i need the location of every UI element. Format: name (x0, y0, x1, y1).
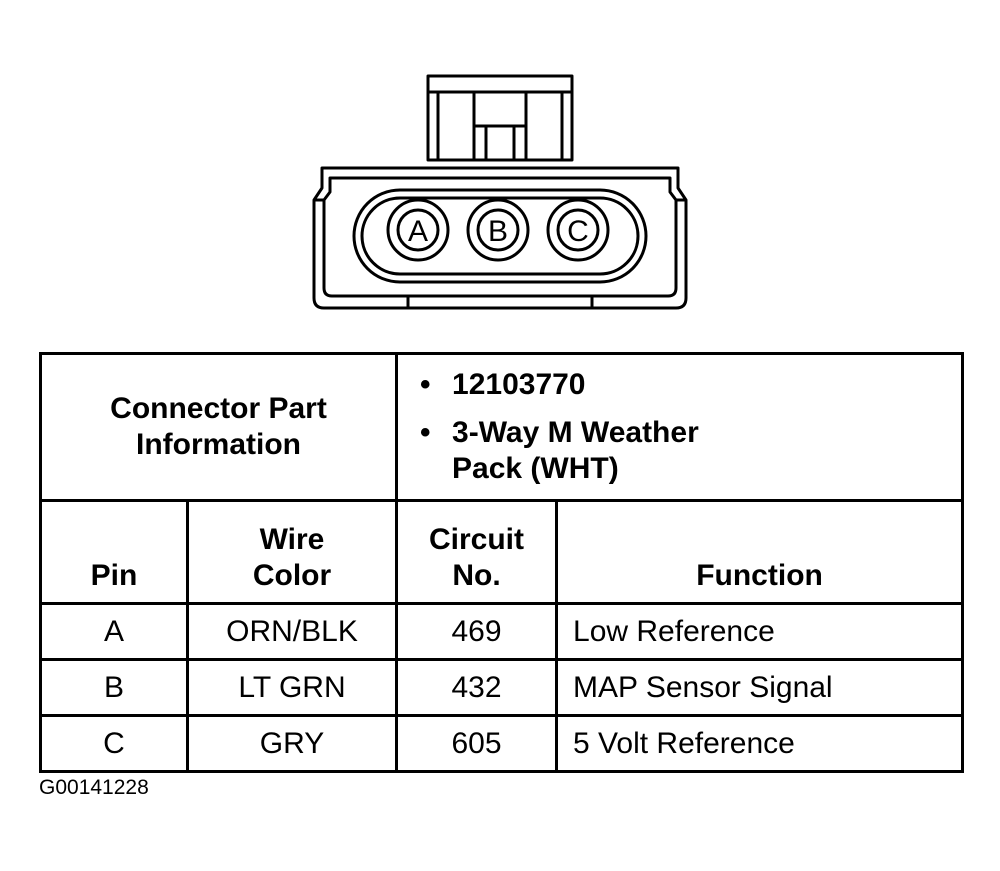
part-info-values: • 12103770 • 3-Way M Weather Pack (WHT) (395, 352, 965, 502)
function-cell: MAP Sensor Signal (555, 658, 965, 717)
function-cell: Low Reference (555, 602, 965, 661)
header-function: Function (555, 499, 965, 605)
bullet-icon: • (420, 368, 431, 401)
table-row: C GRY 605 5 Volt Reference (39, 714, 965, 773)
function-cell: 5 Volt Reference (555, 714, 965, 773)
connector-cavity-inner (360, 196, 640, 276)
circuit-cell: 432 (395, 658, 559, 717)
pin-socket-c (546, 198, 610, 262)
header-function-text: Function (696, 559, 823, 592)
pin-a-label: A (408, 215, 428, 248)
table-header-row: Pin Wire Color Circuit No. Function (39, 499, 965, 605)
header-pin: Pin (39, 499, 189, 605)
part-info-label-text: Connector Part Information (110, 392, 327, 461)
table-row: A ORN/BLK 469 Low Reference (39, 602, 965, 661)
header-circuit-text: Circuit No. (429, 523, 525, 592)
pin-socket-a (386, 198, 450, 262)
connector-cavity (352, 188, 648, 284)
connector-lock-tab (426, 74, 574, 162)
pin-cell: B (39, 658, 189, 717)
pin-cell: C (39, 714, 189, 773)
connector-description: 3-Way M Weather Pack (WHT) (452, 416, 699, 485)
header-wire-color: Wire Color (185, 499, 399, 605)
table-row: B LT GRN 432 MAP Sensor Signal (39, 658, 965, 717)
circuit-cell: 605 (395, 714, 559, 773)
pin-cell: A (39, 602, 189, 661)
header-wire-color-text: Wire Color (252, 523, 332, 592)
part-info-row: Connector Part Information • 12103770 • … (38, 352, 965, 502)
wire-color-cell: GRY (185, 714, 399, 773)
part-info-item: • 3-Way M Weather Pack (WHT) (420, 415, 961, 487)
wire-color-cell: ORN/BLK (185, 602, 399, 661)
wire-color-cell: LT GRN (185, 658, 399, 717)
circuit-cell: 469 (395, 602, 559, 661)
pin-c-label: C (567, 215, 589, 248)
bullet-icon: • (420, 416, 431, 449)
pin-b-label: B (488, 215, 508, 248)
header-circuit: Circuit No. (395, 499, 559, 605)
connector-pinout-table: Connector Part Information • 12103770 • … (38, 352, 965, 773)
header-pin-text: Pin (90, 559, 138, 592)
connector-housing (312, 166, 688, 310)
pin-socket-b (466, 198, 530, 262)
part-info-label: Connector Part Information (38, 352, 399, 502)
connector-face-illustration: A B C (312, 74, 688, 310)
part-number: 12103770 (452, 368, 586, 401)
part-info-item: • 12103770 (420, 367, 961, 403)
figure-id: G00141228 (39, 776, 149, 799)
